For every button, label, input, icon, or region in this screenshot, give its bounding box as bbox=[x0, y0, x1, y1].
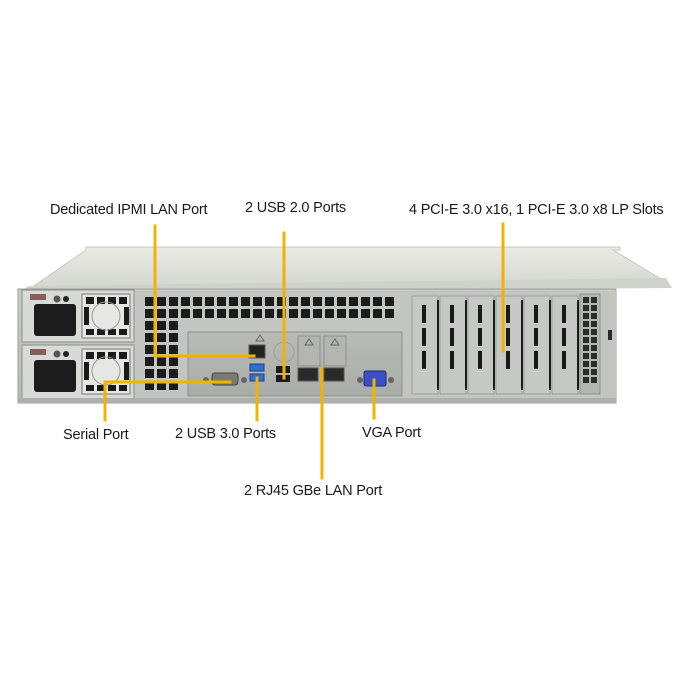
rear-exhaust-grille bbox=[579, 293, 612, 395]
label-pcie-slots: 4 PCI-E 3.0 x16, 1 PCI-E 3.0 x8 LP Slots bbox=[409, 202, 664, 218]
leader-ipmi bbox=[153, 224, 256, 358]
ventilation-grid bbox=[145, 297, 394, 390]
label-ipmi-lan-port: Dedicated IPMI LAN Port bbox=[50, 202, 208, 218]
label-vga-port: VGA Port bbox=[362, 425, 421, 441]
chassis-top-cover bbox=[26, 246, 668, 291]
pcie-slots bbox=[411, 295, 579, 395]
rj45-lan-ports-graphic bbox=[297, 335, 347, 382]
power-supply-1 bbox=[21, 289, 135, 343]
label-usb3-ports: 2 USB 3.0 Ports bbox=[175, 426, 276, 442]
label-rj45-lan-port: 2 RJ45 GBe LAN Port bbox=[244, 483, 383, 499]
callout-leader-lines bbox=[103, 222, 505, 480]
label-serial-port: Serial Port bbox=[63, 427, 129, 443]
label-usb2-ports: 2 USB 2.0 Ports bbox=[245, 200, 346, 216]
power-supply-2 bbox=[21, 344, 135, 400]
leader-serial bbox=[103, 380, 232, 422]
